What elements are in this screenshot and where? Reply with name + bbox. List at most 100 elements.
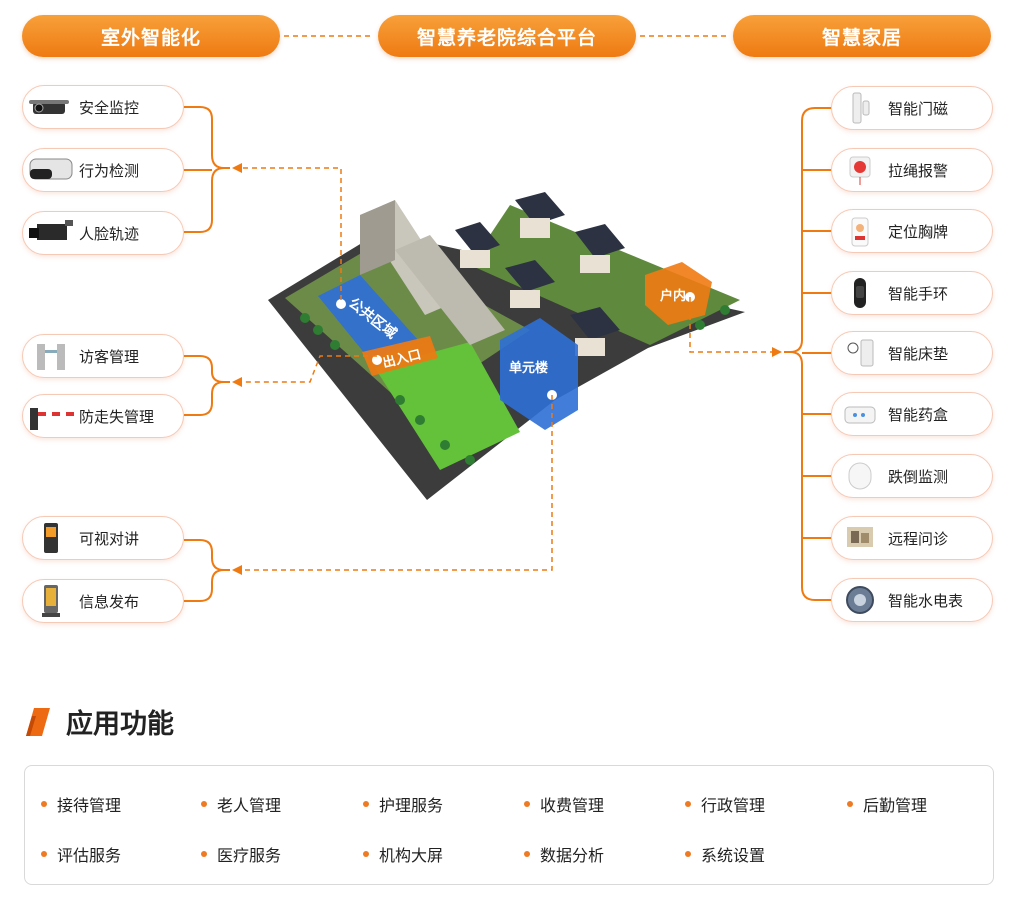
function-item[interactable]: 老人管理 [201,792,281,816]
device-video-intercom[interactable]: 可视对讲 [22,516,184,560]
device-label: 安全监控 [79,98,140,117]
bullet-dot [363,851,369,857]
road-base [268,232,745,500]
device-water-electric-meter[interactable]: 智能水电表 [831,578,993,622]
device-telemedicine[interactable]: 远程问诊 [831,516,993,560]
device-label: 智能水电表 [888,591,964,610]
location-badge-icon [832,211,888,251]
function-label: 后勤管理 [863,796,928,815]
device-info-release[interactable]: 信息发布 [22,579,184,623]
device-label: 跌倒监测 [888,467,949,486]
device-face-track[interactable]: 人脸轨迹 [22,211,184,255]
bullet-dot [847,801,853,807]
lawn-left [285,245,530,410]
section-application-functions: 应用功能 [24,702,174,741]
route-to-outdoor-cameras [238,167,342,300]
device-pull-cord-alarm[interactable]: 拉绳报警 [831,148,993,192]
device-security-monitoring[interactable]: 安全监控 [22,85,184,129]
turnstile-gate-icon [23,336,79,376]
bullet-dot [41,801,47,807]
device-label: 智能手环 [888,284,949,303]
function-item[interactable]: 系统设置 [685,842,765,866]
device-label: 拉绳报警 [888,161,949,180]
device-label: 智能床垫 [888,344,949,363]
trees [300,305,730,465]
label-unit-building: 单元楼 [509,361,549,376]
route-to-smart-home [689,297,775,353]
route-to-access [238,355,377,383]
label-entrance: 出入口 [381,347,423,372]
device-label: 行为检测 [79,161,140,180]
header-smart-home: 智慧家居 [733,15,991,57]
device-label: 定位胸牌 [888,222,949,241]
barrier-gate-icon [23,396,79,436]
function-item[interactable]: 后勤管理 [847,792,927,816]
function-label: 机构大屏 [379,846,444,865]
device-label: 人脸轨迹 [79,224,140,243]
fall-sensor-icon [832,456,888,496]
bullet-dot [41,851,47,857]
device-label: 信息发布 [79,592,140,611]
device-bed-sensor[interactable]: 智能床垫 [831,331,993,375]
bullet-dot [201,851,207,857]
function-list-box: 接待管理 老人管理 护理服务 收费管理 行政管理 后勤管理 评估服务 医疗服务 … [24,765,994,885]
device-behavior-detection[interactable]: 行为检测 [22,148,184,192]
route-to-intercom [238,395,553,571]
function-label: 老人管理 [217,796,282,815]
function-label: 数据分析 [540,846,605,865]
bed-sensor-icon [832,333,888,373]
water-meter-icon [832,580,888,620]
header-platform: 智慧养老院综合平台 [378,15,636,57]
label-public-area: 公共区域 [345,295,400,343]
section-mark-icon [24,706,52,738]
box-camera-icon [23,213,79,253]
dome-camera-icon [23,87,79,127]
function-item[interactable]: 数据分析 [524,842,604,866]
telemedicine-icon [832,518,888,558]
section-title: 应用功能 [66,709,174,740]
device-fall-monitor[interactable]: 跌倒监测 [831,454,993,498]
label-indoor: 户内 [660,289,687,304]
device-label: 远程问诊 [888,529,949,548]
function-item[interactable]: 机构大屏 [363,842,443,866]
device-visitor-management[interactable]: 访客管理 [22,334,184,378]
header-outdoor-smart: 室外智能化 [22,15,280,57]
function-label: 医疗服务 [217,846,282,865]
bullet-dot [524,801,530,807]
device-smart-band[interactable]: 智能手环 [831,271,993,315]
bullet-dot [363,801,369,807]
device-location-badge[interactable]: 定位胸牌 [831,209,993,253]
function-label: 行政管理 [701,796,766,815]
function-label: 接待管理 [57,796,122,815]
isometric-map [268,192,745,500]
device-door-sensor[interactable]: 智能门磁 [831,86,993,130]
bullet-dot [685,801,691,807]
function-item[interactable]: 接待管理 [41,792,121,816]
bullet-dot [524,851,530,857]
function-label: 评估服务 [57,846,122,865]
function-label: 系统设置 [701,846,766,865]
device-label: 可视对讲 [79,529,140,548]
function-label: 收费管理 [540,796,605,815]
villa-lawn [470,205,740,345]
function-item[interactable]: 收费管理 [524,792,604,816]
door-sensor-icon [832,88,888,128]
function-item[interactable]: 护理服务 [363,792,443,816]
function-item[interactable]: 评估服务 [41,842,121,866]
device-pill-box[interactable]: 智能药盒 [831,392,993,436]
device-label: 防走失管理 [79,407,155,426]
apartment-block-1 [360,200,460,315]
bullet-dot [685,851,691,857]
function-item[interactable]: 医疗服务 [201,842,281,866]
function-item[interactable]: 行政管理 [685,792,765,816]
info-kiosk-icon [23,581,79,621]
device-label: 智能门磁 [888,99,949,118]
apartment-block-2 [395,235,505,345]
intercom-panel-icon [23,518,79,558]
device-label: 智能药盒 [888,405,949,424]
function-label: 护理服务 [379,796,444,815]
device-anti-wander[interactable]: 防走失管理 [22,394,184,438]
device-label: 访客管理 [79,347,140,366]
pill-box-icon [832,394,888,434]
bullet-camera-icon [23,150,79,190]
